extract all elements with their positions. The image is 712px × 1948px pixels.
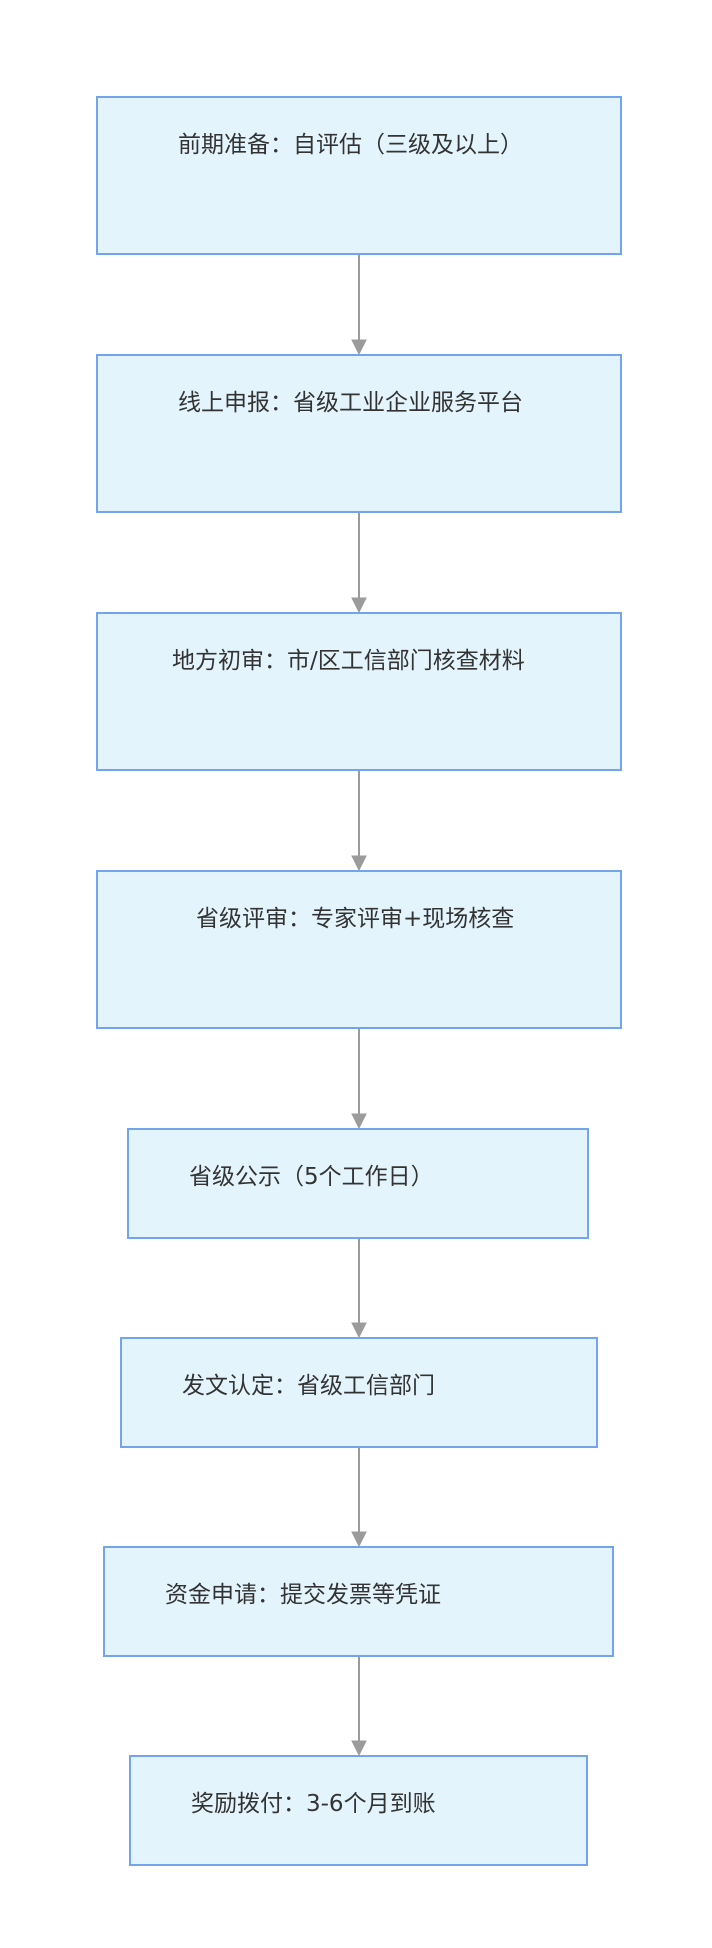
edge-arrowhead-4 xyxy=(351,1113,367,1130)
flow-node-label: 资金申请：提交发票等凭证 xyxy=(165,1582,441,1608)
edge-arrowhead-7 xyxy=(351,1740,367,1757)
edges-layer xyxy=(351,254,367,1757)
edge-arrowhead-6 xyxy=(351,1531,367,1548)
flow-node-label: 省级公示（5个工作日） xyxy=(189,1164,434,1190)
flow-node-label: 发文认定：省级工信部门 xyxy=(182,1373,435,1399)
edge-arrowhead-5 xyxy=(351,1322,367,1339)
edge-arrowhead-1 xyxy=(351,339,367,356)
edge-arrowhead-3 xyxy=(351,855,367,872)
flow-node-4: 省级评审：专家评审+现场核查 xyxy=(96,870,622,1029)
flow-node-label: 线上申报：省级工业企业服务平台 xyxy=(178,390,523,416)
flow-node-label: 省级评审：专家评审+现场核查 xyxy=(196,906,514,932)
flow-node-5: 省级公示（5个工作日） xyxy=(127,1128,589,1239)
flow-node-label: 奖励拨付：3-6个月到账 xyxy=(191,1791,436,1817)
flow-node-label: 地方初审：市/区工信部门核查材料 xyxy=(172,648,525,674)
flow-node-3: 地方初审：市/区工信部门核查材料 xyxy=(96,612,622,771)
flow-node-2: 线上申报：省级工业企业服务平台 xyxy=(96,354,622,513)
flow-node-box xyxy=(96,96,622,255)
flow-node-box xyxy=(96,870,622,1029)
flow-node-box xyxy=(127,1128,589,1239)
flow-node-label: 前期准备：自评估（三级及以上） xyxy=(178,132,523,158)
flow-node-box xyxy=(96,612,622,771)
flow-node-6: 发文认定：省级工信部门 xyxy=(120,1337,598,1448)
flow-node-8: 奖励拨付：3-6个月到账 xyxy=(129,1755,588,1866)
flow-node-box xyxy=(103,1546,614,1657)
flow-node-box xyxy=(129,1755,588,1866)
edge-arrowhead-2 xyxy=(351,597,367,614)
nodes-layer: 前期准备：自评估（三级及以上） 线上申报：省级工业企业服务平台地方初审：市/区工信… xyxy=(96,96,622,1866)
flow-node-1: 前期准备：自评估（三级及以上） xyxy=(96,96,622,255)
flow-node-7: 资金申请：提交发票等凭证 xyxy=(103,1546,614,1657)
flow-node-box xyxy=(96,354,622,513)
flow-node-box xyxy=(120,1337,598,1448)
